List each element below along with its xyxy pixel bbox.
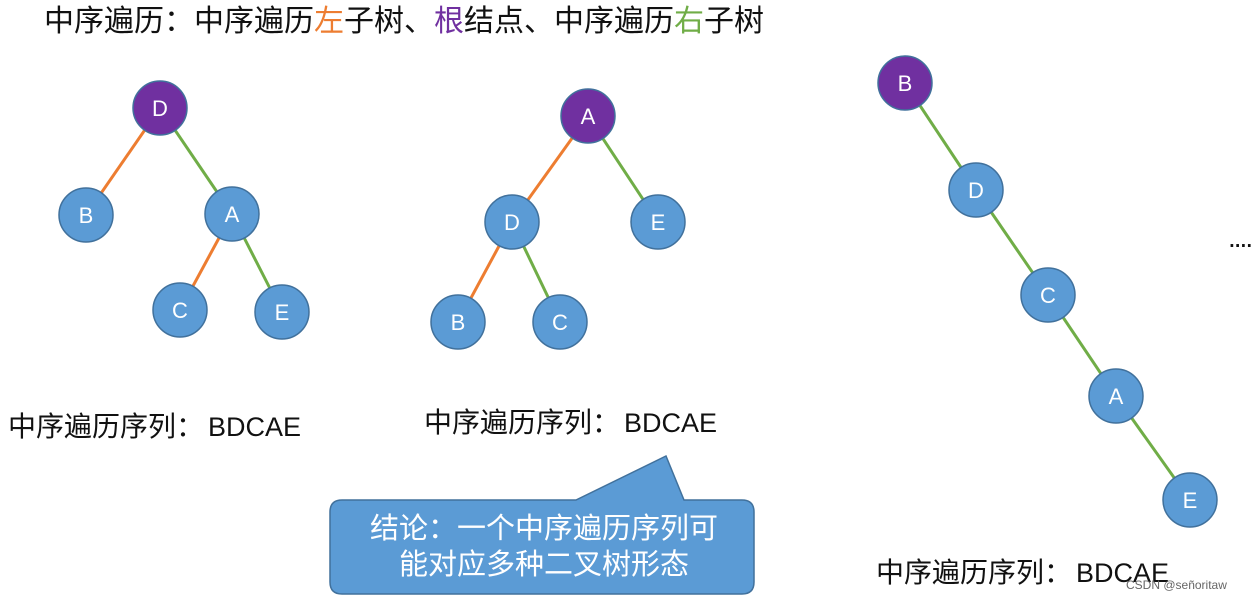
svg-text:C: C <box>552 310 568 335</box>
tree3-node-a: A <box>1088 368 1144 424</box>
tree2-node-a: A <box>560 88 616 144</box>
ellipsis: .... <box>1228 222 1253 253</box>
sequence-value: BDCAE <box>1076 558 1170 588</box>
tree3-node-d: D <box>948 162 1004 218</box>
title-left-word: 左 <box>314 4 344 39</box>
tree2-node-b: B <box>430 294 486 350</box>
callout-line: 结论：一个中序遍历序列可 <box>369 511 718 545</box>
tree3-node-e: E <box>1162 472 1218 528</box>
sequence-label: 中序遍历序列： <box>8 410 205 443</box>
svg-text:D: D <box>504 210 520 235</box>
sequence-label: 中序遍历序列： <box>876 556 1073 589</box>
title-part: 子树、 <box>344 4 434 39</box>
tree3-node-b: B <box>877 55 933 111</box>
tree1-node-d: D <box>132 80 188 136</box>
title-part: 中序遍历：中序遍历 <box>44 4 314 39</box>
svg-text:B: B <box>898 71 913 96</box>
title-right-word: 右 <box>674 4 704 39</box>
page-title: 中序遍历：中序遍历左子树、根结点、中序遍历右子树 <box>44 4 764 40</box>
tree2-node-d: D <box>484 194 540 250</box>
callout-text: 结论：一个中序遍历序列可 能对应多种二叉树形态 <box>334 510 754 582</box>
tree3-node-c: C <box>1020 267 1076 323</box>
title-part: 结点、中序遍历 <box>464 4 674 39</box>
tree1-node-e: E <box>254 284 310 340</box>
svg-text:C: C <box>172 298 188 323</box>
callout-line: 能对应多种二叉树形态 <box>398 547 689 581</box>
sequence-label: 中序遍历序列： <box>424 406 621 439</box>
svg-text:C: C <box>1040 283 1056 308</box>
tree2-sequence: 中序遍历序列：BDCAE <box>424 406 717 440</box>
tree2-node-c: C <box>532 294 588 350</box>
title-root-word: 根 <box>434 4 464 39</box>
sequence-value: BDCAE <box>208 412 302 442</box>
title-part: 子树 <box>704 4 764 39</box>
svg-text:A: A <box>581 104 596 129</box>
svg-text:E: E <box>275 300 290 325</box>
credit: CSDN @señoritaw <box>1126 578 1227 592</box>
svg-text:B: B <box>79 203 94 228</box>
svg-text:A: A <box>1109 384 1124 409</box>
svg-text:D: D <box>968 178 984 203</box>
tree2-node-e: E <box>630 194 686 250</box>
svg-text:E: E <box>1183 488 1198 513</box>
tree1-node-a: A <box>204 186 260 242</box>
tree1-node-c: C <box>152 282 208 338</box>
svg-text:B: B <box>451 310 466 335</box>
tree1-sequence: 中序遍历序列：BDCAE <box>8 410 301 444</box>
tree1-node-b: B <box>58 187 114 243</box>
callout-bubble <box>329 454 755 595</box>
svg-text:A: A <box>225 202 240 227</box>
svg-text:E: E <box>651 210 666 235</box>
tree3-sequence: 中序遍历序列：BDCAE <box>876 556 1169 590</box>
sequence-value: BDCAE <box>624 408 718 438</box>
svg-text:D: D <box>152 96 168 121</box>
